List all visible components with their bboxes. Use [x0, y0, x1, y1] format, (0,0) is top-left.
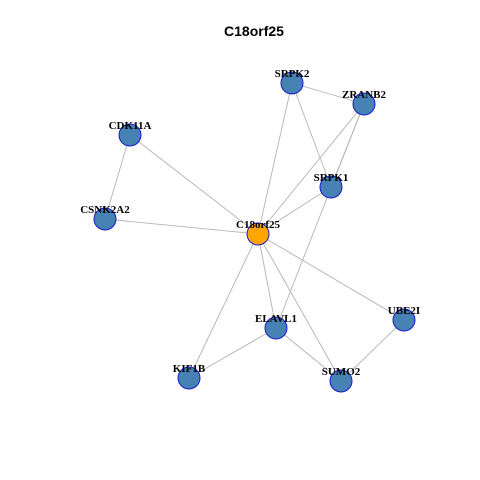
node-srpk2: [280, 71, 304, 95]
edge-c18orf25-elavl1: [257, 233, 277, 329]
edge-ube2i-sumo2: [340, 319, 405, 382]
node-elavl1: [264, 316, 288, 340]
edge-elavl1-sumo2: [275, 327, 342, 382]
node-label-srpk1: SRPK1: [314, 172, 349, 184]
node-label-elavl1: ELAVL1: [255, 313, 297, 325]
node-ube2i: [392, 308, 416, 332]
node-srpk1: [319, 175, 343, 199]
node-kif1b: [177, 366, 201, 390]
node-label-srpk2: SRPK2: [275, 68, 310, 80]
edge-elavl1-kif1b: [188, 327, 277, 379]
node-c18orf25: [246, 222, 270, 246]
node-label-ube2i: UBE2I: [388, 305, 420, 317]
node-label-sumo2: SUMO2: [322, 366, 361, 378]
edge-cdk11a-c18orf25: [129, 134, 259, 235]
node-label-c18orf25: C18orf25: [236, 219, 280, 231]
node-csnk2a2: [93, 207, 117, 231]
node-sumo2: [329, 369, 353, 393]
node-label-kif1b: KIF1B: [173, 363, 206, 375]
edge-srpk2-srpk1: [291, 82, 332, 188]
edge-zranb2-c18orf25: [257, 103, 365, 235]
edge-srpk1-c18orf25: [257, 186, 332, 235]
edge-csnk2a2-c18orf25: [104, 218, 259, 235]
diagram-title: C18orf25: [224, 23, 284, 39]
node-layer: [93, 71, 416, 393]
node-label-cdk11a: CDK11A: [109, 120, 152, 132]
edge-cdk11a-csnk2a2: [104, 134, 131, 220]
edge-c18orf25-ube2i: [257, 233, 405, 321]
node-zranb2: [352, 92, 376, 116]
edge-srpk2-c18orf25: [257, 82, 293, 235]
node-cdk11a: [118, 123, 142, 147]
node-label-zranb2: ZRANB2: [342, 89, 387, 101]
edge-c18orf25-sumo2: [257, 233, 342, 382]
edge-layer: [104, 82, 405, 382]
edge-c18orf25-kif1b: [188, 233, 259, 379]
node-label-csnk2a2: CSNK2A2: [80, 204, 130, 216]
edge-srpk2-zranb2: [291, 82, 365, 105]
edge-zranb2-elavl1: [275, 103, 365, 329]
